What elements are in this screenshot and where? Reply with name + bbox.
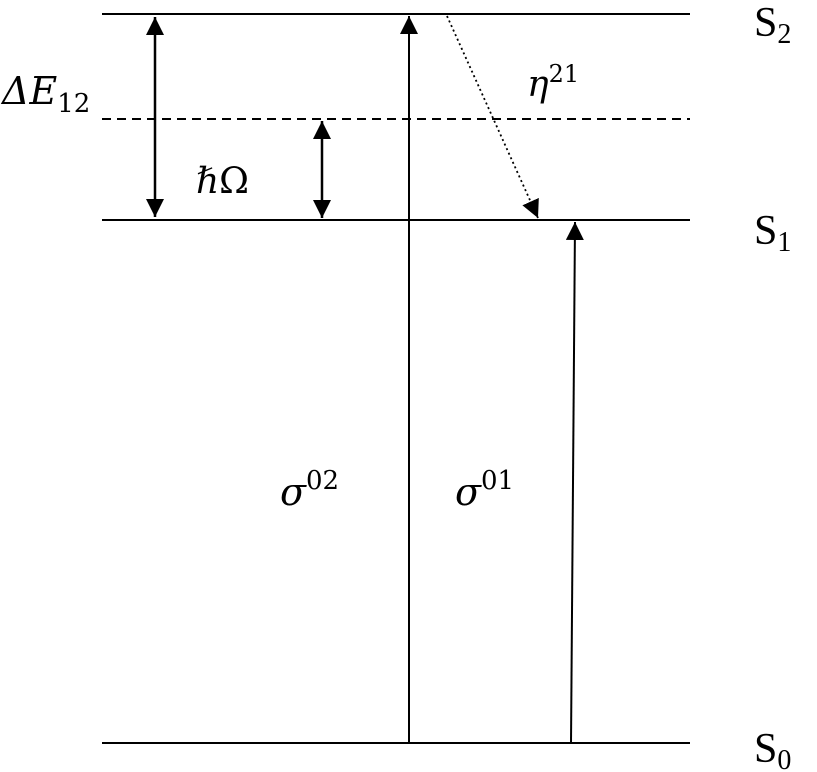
level-label-s2: S2 — [754, 0, 791, 50]
hbar-omega-label: ℏΩ — [196, 161, 249, 202]
level-label-s0: S0 — [754, 726, 791, 772]
eta21-label: η21 — [527, 60, 579, 105]
delta-e-label: ΔE12 — [0, 69, 90, 119]
eta21-relaxation-arrow — [446, 15, 539, 219]
sigma02-label: σ02 — [280, 466, 339, 514]
level-label-s1: S1 — [754, 208, 791, 258]
sigma01-excitation-arrow — [565, 221, 584, 744]
sigma01-label: σ01 — [455, 466, 514, 514]
